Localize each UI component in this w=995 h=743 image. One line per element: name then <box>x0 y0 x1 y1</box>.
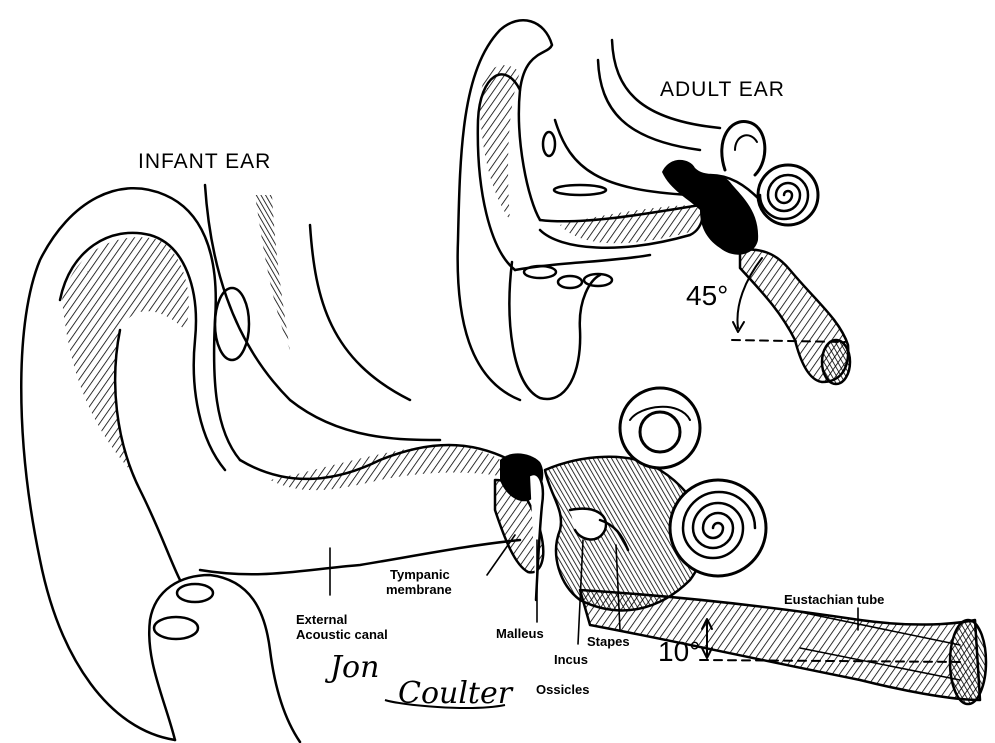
infant-oval-2 <box>154 617 198 639</box>
infant-canal-shading <box>270 445 520 490</box>
canal-label-line1: External <box>296 612 388 627</box>
signature-first: Jon <box>330 650 379 685</box>
infant-skin-line-2 <box>310 225 410 400</box>
infant-angle-label: 10° <box>658 636 700 668</box>
infant-hair-strands <box>255 195 290 350</box>
infant-oval-1 <box>177 584 213 602</box>
adult-oval-1 <box>543 132 555 156</box>
ossicles-label: Ossicles <box>536 682 590 697</box>
tympanic-label-line1: Tympanic <box>386 567 452 582</box>
adult-semicircular-canals <box>722 122 765 175</box>
tympanic-label-line2: membrane <box>386 582 452 597</box>
external-acoustic-canal-label: External Acoustic canal <box>296 612 388 642</box>
infant-eustachian-tube <box>580 590 980 700</box>
eustachian-tube-label: Eustachian tube <box>784 592 884 607</box>
canal-label-line2: Acoustic canal <box>296 627 388 642</box>
incus-label: Incus <box>554 652 588 667</box>
infant-ear-drawing <box>21 185 986 742</box>
adult-oval-3 <box>524 266 556 278</box>
stapes-label: Stapes <box>587 634 630 649</box>
adult-oval-2 <box>554 185 606 195</box>
adult-cochlea <box>758 165 818 225</box>
adult-oval-4 <box>558 276 582 288</box>
malleus-label: Malleus <box>496 626 544 641</box>
adult-antitragus <box>515 255 650 270</box>
infant-skin-line-1 <box>205 185 440 440</box>
infant-helix-shading <box>62 237 189 470</box>
adult-skin-line <box>598 60 700 150</box>
adult-angle-label: 45° <box>686 280 728 312</box>
infant-ear-title: INFANT EAR <box>138 150 271 174</box>
signature-last: Coulter <box>398 676 512 711</box>
tympanic-membrane-label: Tympanic membrane <box>386 567 452 597</box>
infant-cochlea <box>670 480 766 576</box>
adult-ear-title: ADULT EAR <box>660 78 785 102</box>
infant-earlobe <box>149 575 300 742</box>
infant-semicircular-canal <box>620 388 700 468</box>
infant-canal-lower <box>200 540 520 574</box>
adult-ear-drawing <box>458 20 850 400</box>
infant-upper-oval <box>215 288 249 360</box>
infant-antihelix <box>115 330 180 580</box>
adult-helix-shading <box>480 65 520 220</box>
